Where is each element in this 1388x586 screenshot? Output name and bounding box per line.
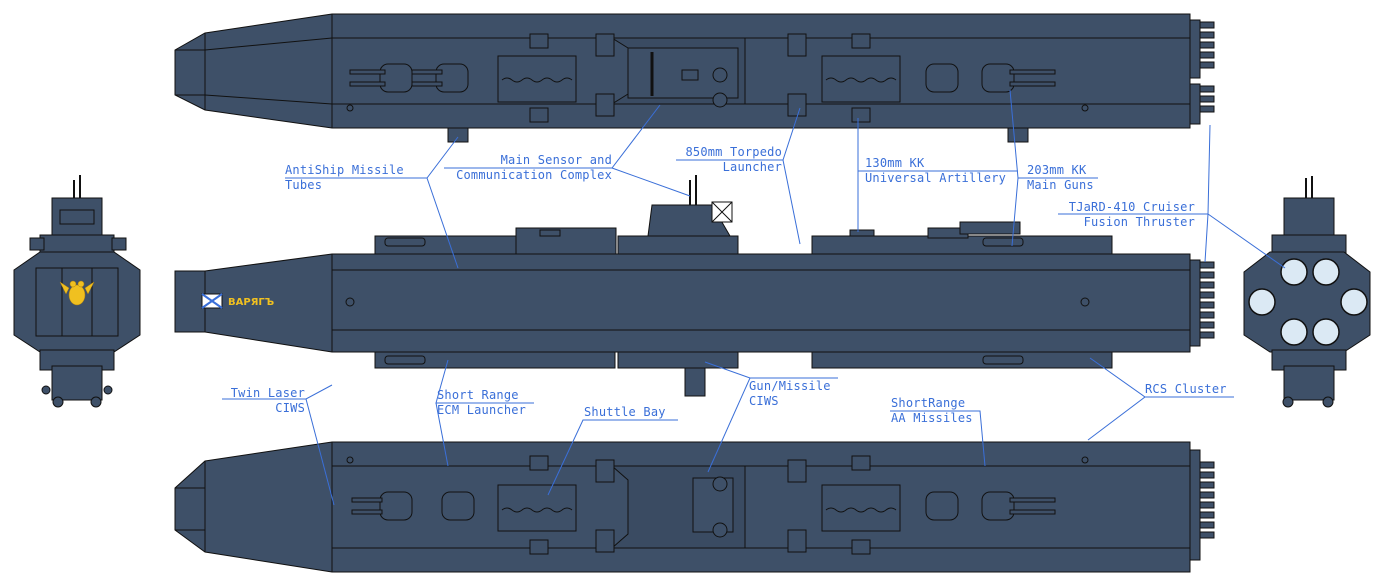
bottom-view <box>174 441 1215 573</box>
label-rcs-cluster: RCS Cluster <box>1145 382 1227 396</box>
fusion-thruster-nozzles <box>1248 258 1368 346</box>
label-shuttle-bay: Shuttle Bay <box>584 405 666 419</box>
callout-lines <box>222 89 1286 506</box>
side-view <box>174 175 1215 397</box>
imperial-eagle-emblem <box>59 280 95 306</box>
ship-name: ВАРЯГЪ <box>228 297 274 308</box>
top-view <box>174 13 1215 143</box>
